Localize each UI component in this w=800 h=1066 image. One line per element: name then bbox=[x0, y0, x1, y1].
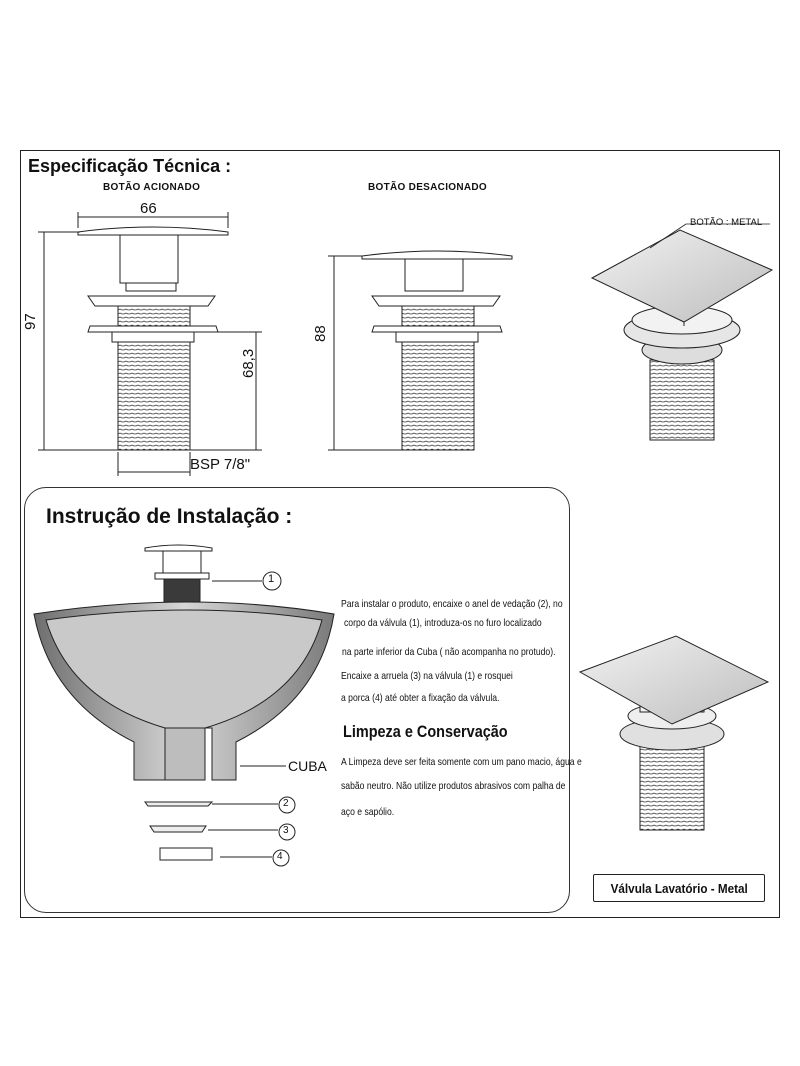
callout-2: 2 bbox=[283, 798, 289, 809]
cleaning-line: sabão neutro. Não utilize produtos abras… bbox=[341, 780, 566, 792]
valve-3d-released bbox=[578, 635, 770, 831]
valve-pressed-drawing bbox=[38, 212, 262, 476]
installation-panel bbox=[24, 487, 570, 913]
spec-title: Especificação Técnica : bbox=[28, 156, 232, 176]
valve-3d-pressed bbox=[590, 223, 774, 441]
product-name-badge: Válvula Lavatório - Metal bbox=[593, 874, 765, 902]
callout-1: 1 bbox=[268, 573, 275, 585]
install-step: corpo da válvula (1), introduza-os no fu… bbox=[344, 617, 542, 629]
spec-sheet-frame bbox=[20, 150, 780, 918]
label-released: BOTÃO DESACIONADO bbox=[368, 182, 487, 193]
install-step: Para instalar o produto, encaixe o anel … bbox=[341, 598, 563, 610]
install-step: a porca (4) até obter a fixação da válvu… bbox=[341, 692, 500, 704]
callout-4: 4 bbox=[277, 851, 283, 862]
dim-thread: 68,3 bbox=[240, 348, 257, 378]
install-step: Encaixe a arruela (3) na válvula (1) e r… bbox=[341, 670, 513, 682]
label-pressed: BOTÃO ACIONADO bbox=[103, 182, 201, 193]
callout-3: 3 bbox=[283, 825, 289, 836]
install-step: na parte inferior da Cuba ( não acompanh… bbox=[342, 646, 556, 658]
product-name: Válvula Lavatório - Metal bbox=[610, 880, 748, 896]
button-material-label: BOTÃO : METAL bbox=[690, 217, 763, 228]
cleaning-line: aço e sapólio. bbox=[341, 806, 395, 818]
dim-total: 97 bbox=[22, 313, 39, 330]
dim-thread-type: BSP 7/8" bbox=[190, 456, 251, 473]
valve-released-drawing bbox=[328, 250, 513, 451]
cleaning-title: Limpeza e Conservação bbox=[343, 722, 508, 741]
cuba-label: CUBA bbox=[288, 758, 327, 774]
install-title: Instrução de Instalação : bbox=[46, 505, 293, 528]
dim-width: 66 bbox=[140, 200, 157, 217]
cleaning-line: A Limpeza deve ser feita somente com um … bbox=[341, 756, 582, 768]
dim-released: 88 bbox=[312, 325, 329, 342]
basin-diagram bbox=[33, 544, 335, 867]
